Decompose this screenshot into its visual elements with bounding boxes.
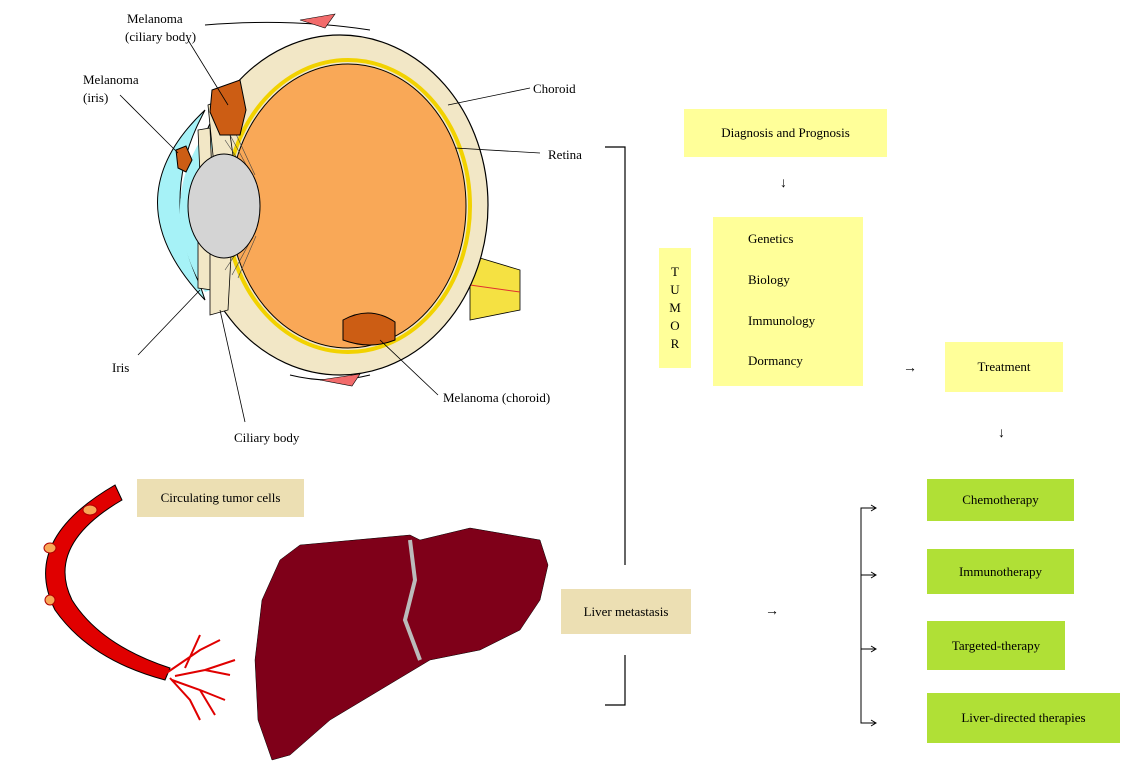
liver-metastasis-box: Liver metastasis bbox=[561, 589, 691, 634]
tumor-letter: T bbox=[671, 264, 679, 279]
ciliary-body-label: Ciliary body bbox=[234, 430, 300, 445]
melanoma-iris-label-line2: (iris) bbox=[83, 90, 109, 105]
tumor-letter: O bbox=[670, 318, 680, 333]
melanoma-ciliary-label-line1: Melanoma bbox=[127, 11, 183, 26]
tumor-letter: M bbox=[669, 300, 681, 315]
factor-immunology: Immunology bbox=[748, 313, 816, 328]
eye-illustration bbox=[119, 13, 541, 423]
iris-label: Iris bbox=[112, 360, 130, 375]
melanoma-ciliary-label-line2: (ciliary body) bbox=[125, 29, 197, 44]
right-arrow: → bbox=[903, 361, 917, 376]
therapy-liver-directed: Liver-directed therapies bbox=[927, 693, 1120, 743]
down-arrow: ↓ bbox=[998, 426, 1005, 441]
factor-dormancy: Dormancy bbox=[748, 353, 803, 368]
blood-vessel-illustration bbox=[43, 484, 236, 721]
diagnosis-prognosis-box: Diagnosis and Prognosis bbox=[684, 109, 887, 157]
retina-label: Retina bbox=[548, 147, 582, 162]
retina-bracket bbox=[605, 146, 626, 565]
down-arrow: ↓ bbox=[780, 176, 787, 191]
tumor-letter: R bbox=[670, 336, 680, 351]
factor-biology: Biology bbox=[748, 272, 790, 287]
treatment-box: Treatment bbox=[945, 342, 1063, 392]
choroid-label: Choroid bbox=[533, 81, 576, 96]
melanoma-choroid-label: Melanoma (choroid) bbox=[443, 390, 551, 405]
tumor-box: T U M O R bbox=[659, 248, 691, 368]
therapy-immunotherapy: Immunotherapy bbox=[927, 549, 1074, 594]
tumor-factors-box: Genetics Biology Immunology Dormancy bbox=[713, 217, 863, 386]
liver-bracket bbox=[605, 655, 626, 706]
liver-illustration bbox=[254, 527, 549, 761]
circulating-tumor-cells-box: Circulating tumor cells bbox=[137, 479, 304, 517]
therapy-bracket bbox=[860, 504, 877, 727]
melanoma-iris-label-line1: Melanoma bbox=[83, 72, 139, 87]
therapy-targeted: Targeted-therapy bbox=[927, 621, 1065, 670]
therapy-chemotherapy: Chemotherapy bbox=[927, 479, 1074, 521]
tumor-letter: U bbox=[670, 282, 680, 297]
factor-genetics: Genetics bbox=[748, 231, 794, 246]
right-arrow: → bbox=[765, 604, 779, 619]
